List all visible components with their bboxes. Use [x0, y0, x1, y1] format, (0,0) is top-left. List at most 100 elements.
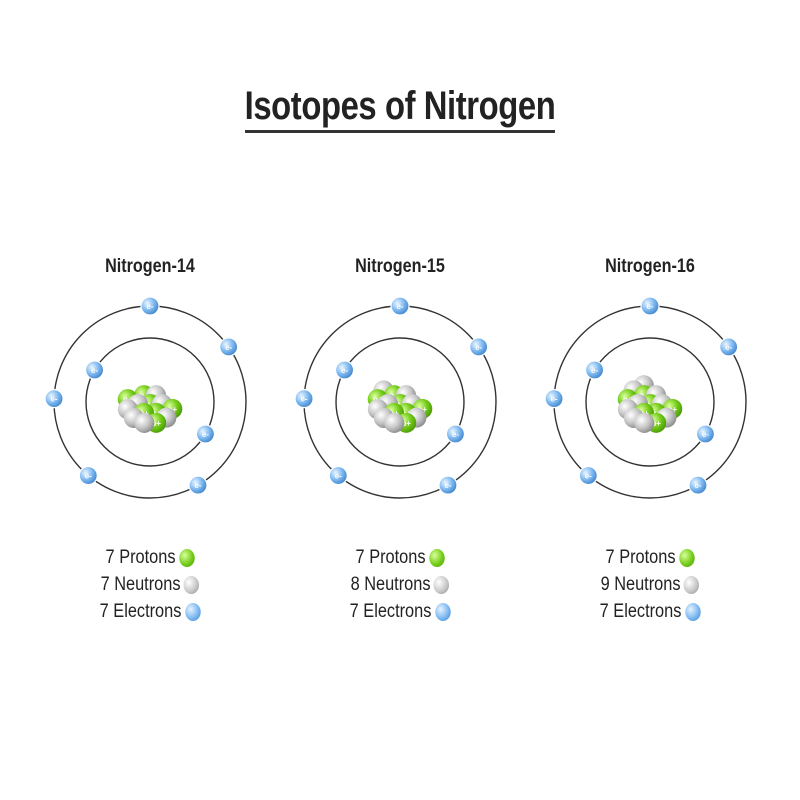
- electron-label: e-: [694, 481, 701, 490]
- atom-diagram: p+p+p+p+p+p+p+e-e-e-e-e-e-e-: [544, 296, 747, 499]
- page-title: Isotopes of Nitrogen: [72, 84, 728, 133]
- electron-label: e-: [591, 366, 598, 375]
- legend-electrons: 7 Electrons: [547, 598, 753, 625]
- electron: e-: [188, 475, 208, 495]
- legend-neutrons: 7 Neutrons: [47, 571, 253, 598]
- proton-swatch: [428, 548, 445, 567]
- legend-electrons: 7 Electrons: [47, 598, 253, 625]
- proton-label: p+: [151, 419, 161, 428]
- proton-label: p+: [168, 405, 178, 414]
- electron-label: e-: [91, 366, 98, 375]
- electron: e-: [334, 360, 355, 380]
- electron: e-: [390, 296, 410, 316]
- isotope-nitrogen-15: Nitrogen-15 p+p+p+p+p+p+p+e-e-e-e-e-e-e-…: [280, 250, 520, 650]
- legend-neutrons-label: 9 Neutrons: [600, 573, 681, 595]
- electron: e-: [445, 424, 466, 444]
- neutron-swatch: [683, 575, 700, 594]
- legend-electrons-label: 7 Electrons: [99, 600, 182, 622]
- electron: e-: [719, 337, 739, 357]
- electron-label: e-: [341, 366, 348, 375]
- proton-label: p+: [395, 400, 405, 409]
- electron-label: e-: [225, 343, 232, 352]
- electron-label: e-: [475, 343, 482, 352]
- electron: e-: [469, 337, 489, 357]
- neutron: [134, 412, 155, 433]
- isotope-nitrogen-16: Nitrogen-16 p+p+p+p+p+p+p+e-e-e-e-e-e-e-…: [530, 250, 770, 650]
- electron: e-: [140, 296, 160, 316]
- electron: e-: [688, 475, 708, 495]
- electron: e-: [294, 389, 314, 409]
- electron: e-: [195, 424, 216, 444]
- particle-legend: 7 Protons 8 Neutrons 7 Electrons: [280, 544, 520, 625]
- electron: e-: [640, 296, 660, 316]
- electron-label: e-: [585, 472, 592, 481]
- electron-label: e-: [202, 430, 209, 439]
- proton-swatch: [678, 548, 695, 567]
- legend-neutrons: 8 Neutrons: [297, 571, 503, 598]
- electron: e-: [84, 360, 105, 380]
- neutron: [634, 412, 655, 433]
- legend-neutrons-label: 7 Neutrons: [100, 573, 181, 595]
- atom-diagram: p+p+p+p+p+p+p+e-e-e-e-e-e-e-: [44, 296, 247, 499]
- electron: e-: [44, 389, 64, 409]
- legend-protons: 7 Protons: [47, 544, 253, 571]
- isotope-name: Nitrogen-15: [355, 256, 445, 277]
- page-title-text: Isotopes of Nitrogen: [244, 84, 556, 133]
- electron-label: e-: [50, 395, 57, 404]
- electron-label: e-: [702, 430, 709, 439]
- inner-shell: [85, 337, 215, 467]
- legend-protons-label: 7 Protons: [605, 546, 676, 568]
- electron-label: e-: [646, 302, 653, 311]
- legend-electrons-label: 7 Electrons: [599, 600, 682, 622]
- electron-label: e-: [444, 481, 451, 490]
- electron: e-: [695, 424, 716, 444]
- legend-neutrons-label: 8 Neutrons: [350, 573, 431, 595]
- proton-label: p+: [668, 405, 678, 414]
- electron: e-: [584, 360, 605, 380]
- proton-label: p+: [139, 391, 149, 400]
- electron: e-: [78, 465, 98, 486]
- neutron-swatch: [433, 575, 450, 594]
- proton-label: p+: [145, 400, 155, 409]
- electron: e-: [578, 465, 598, 486]
- electron: e-: [544, 389, 564, 409]
- particle-legend: 7 Protons 9 Neutrons 7 Electrons: [530, 544, 770, 625]
- proton-label: p+: [418, 405, 428, 414]
- electron-label: e-: [396, 302, 403, 311]
- isotope-nitrogen-14: Nitrogen-14 p+p+p+p+p+p+p+e-e-e-e-e-e-e-…: [30, 250, 270, 650]
- electron-label: e-: [194, 481, 201, 490]
- electron: e-: [438, 475, 458, 495]
- electron: e-: [328, 465, 348, 486]
- proton-label: p+: [651, 419, 661, 428]
- inner-shell: [585, 337, 715, 467]
- particle-legend: 7 Protons 7 Neutrons 7 Electrons: [30, 544, 270, 625]
- proton-label: p+: [639, 391, 649, 400]
- proton-label: p+: [401, 419, 411, 428]
- electron-label: e-: [300, 395, 307, 404]
- electron-swatch: [184, 602, 201, 621]
- electron-swatch: [684, 602, 701, 621]
- legend-protons: 7 Protons: [297, 544, 503, 571]
- electron-swatch: [434, 602, 451, 621]
- electron-label: e-: [550, 395, 557, 404]
- legend-protons-label: 7 Protons: [355, 546, 426, 568]
- legend-electrons-label: 7 Electrons: [349, 600, 432, 622]
- proton-label: p+: [389, 391, 399, 400]
- legend-protons: 7 Protons: [547, 544, 753, 571]
- electron: e-: [219, 337, 239, 357]
- isotope-name: Nitrogen-14: [105, 256, 195, 277]
- neutron-swatch: [183, 575, 200, 594]
- electron-label: e-: [146, 302, 153, 311]
- inner-shell: [335, 337, 465, 467]
- neutron: [384, 412, 405, 433]
- proton-swatch: [178, 548, 195, 567]
- legend-electrons: 7 Electrons: [297, 598, 503, 625]
- legend-protons-label: 7 Protons: [105, 546, 176, 568]
- electron-label: e-: [335, 472, 342, 481]
- proton-label: p+: [645, 400, 655, 409]
- atom-diagram: p+p+p+p+p+p+p+e-e-e-e-e-e-e-: [294, 296, 497, 499]
- electron-label: e-: [452, 430, 459, 439]
- isotope-name: Nitrogen-16: [605, 256, 695, 277]
- legend-neutrons: 9 Neutrons: [547, 571, 753, 598]
- electron-label: e-: [85, 472, 92, 481]
